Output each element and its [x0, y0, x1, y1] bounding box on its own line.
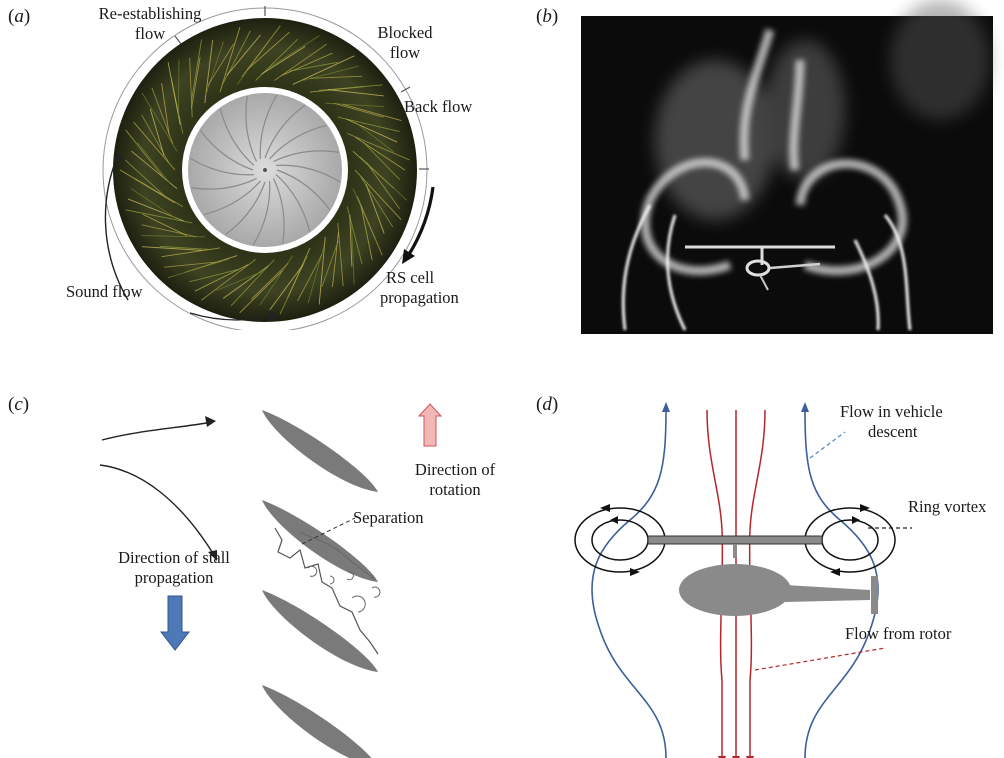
outer-flow-left — [592, 410, 666, 758]
rs-cell-arrow-icon — [402, 249, 415, 264]
label-sound-flow: Sound flow — [66, 282, 176, 302]
tail-boom — [785, 585, 870, 602]
label-flow-from-rotor: Flow from rotor — [845, 624, 995, 644]
outer-flow-right — [805, 410, 878, 758]
label-separation: Separation — [353, 508, 453, 528]
label-ring-vortex: Ring vortex — [908, 497, 1004, 517]
rotor-blade — [648, 536, 822, 544]
vortex-ring-photo — [500, 0, 1004, 340]
rotor-flow-leader — [755, 648, 885, 670]
panel-b: (b) — [500, 0, 1004, 340]
cascade-blade — [262, 410, 378, 492]
stall-arrow-icon — [161, 596, 189, 650]
panel-d: (d) — [540, 380, 1004, 758]
tail-rotor — [871, 576, 878, 614]
cascade-blades — [262, 410, 378, 758]
flow-up-left-icon — [662, 402, 670, 412]
flow-up-right-icon — [801, 402, 809, 412]
label-back-flow: Back flow — [404, 97, 504, 117]
inflow-arrow-icon — [205, 416, 216, 427]
cascade-diagram — [0, 380, 540, 758]
cascade-blade — [262, 685, 378, 758]
rotation-arrow-icon — [419, 404, 441, 446]
helicopter-fuselage — [679, 564, 791, 616]
panel-a: (a) — [0, 0, 500, 330]
